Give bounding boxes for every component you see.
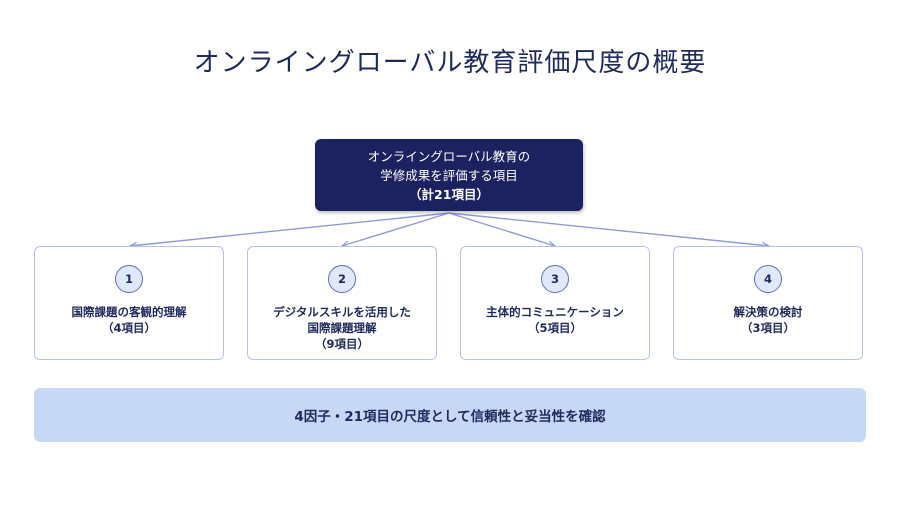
factor-text: 国際課題の客観的理解 （4項目） [41,304,217,336]
summary-banner: 4因子・21項目の尺度として信頼性と妥当性を確認 [34,388,866,442]
summary-text: 4因子・21項目の尺度として信頼性と妥当性を確認 [294,409,606,425]
factor-number-badge: 2 [328,265,356,293]
factor-count: （4項目） [101,321,156,335]
factor-card-4: 4 解決策の検討 （3項目） [673,246,863,360]
factor-card-1: 1 国際課題の客観的理解 （4項目） [34,246,224,360]
overview-line-2: 学修成果を評価する項目 [380,167,518,183]
factor-count: （9項目） [314,337,369,351]
factor-label: 国際課題の客観的理解 [71,305,187,319]
factor-card-2: 2 デジタルスキルを活用した 国際課題理解 （9項目） [247,246,437,360]
factor-label: 主体的コミュニケーション [486,305,624,319]
factor-label: 解決策の検討 [733,305,803,319]
factor-text: 解決策の検討 （3項目） [680,304,856,336]
factor-text: デジタルスキルを活用した 国際課題理解 （9項目） [254,304,430,352]
factor-card-3: 3 主体的コミュニケーション （5項目） [460,246,650,360]
factor-label: デジタルスキルを活用した [273,305,411,319]
overview-line-3: （計21項目） [409,186,489,202]
overview-line-1: オンライングローバル教育の [367,148,531,164]
factor-count: （3項目） [740,321,795,335]
overview-box: オンライングローバル教育の 学修成果を評価する項目 （計21項目） [315,139,583,211]
connector-4 [448,212,769,246]
factor-number-badge: 4 [754,265,782,293]
factor-label-cont: 国際課題理解 [307,321,377,335]
factor-number-badge: 3 [541,265,569,293]
connector-1 [130,212,450,246]
factor-number-badge: 1 [115,265,143,293]
connector-2 [342,212,450,246]
page-title: オンライングローバル教育評価尺度の概要 [193,48,707,78]
factor-text: 主体的コミュニケーション （5項目） [467,304,643,336]
connector-3 [448,212,555,246]
factor-count: （5項目） [527,321,582,335]
